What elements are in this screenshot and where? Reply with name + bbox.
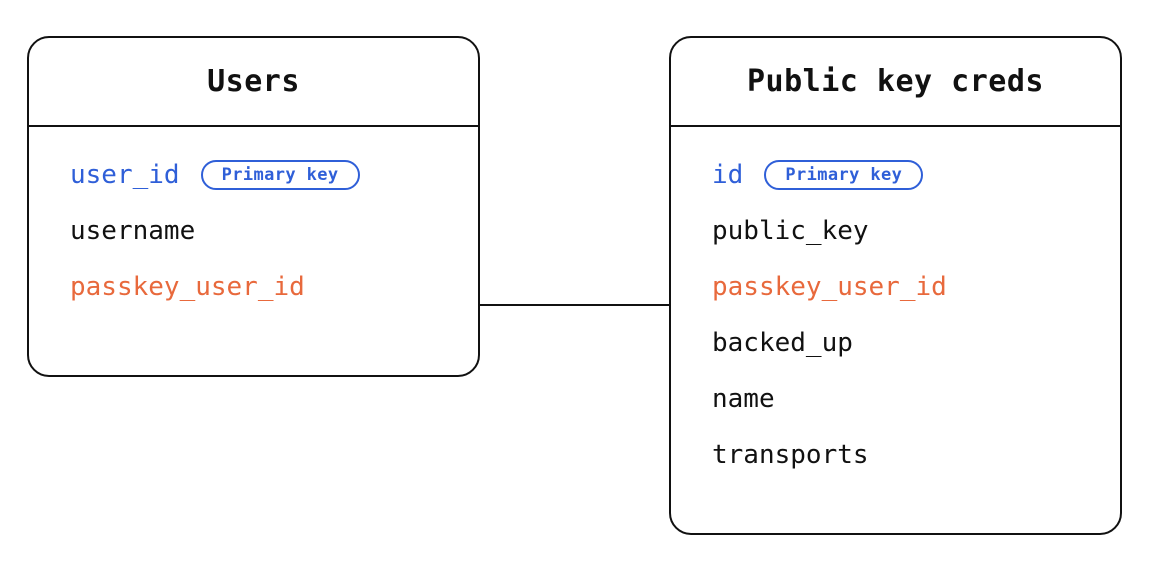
- primary-key-badge: Primary key: [764, 160, 924, 190]
- field-name-transports: transports: [712, 440, 869, 470]
- field-name-public-key: public_key: [712, 216, 869, 246]
- entity-fields-public-key-creds: id Primary key public_key passkey_user_i…: [671, 127, 1120, 470]
- entity-fields-users: user_id Primary key username passkey_use…: [29, 127, 478, 302]
- entity-title-public-key-creds: Public key creds: [747, 63, 1044, 99]
- field-row-passkey-user-id[interactable]: passkey_user_id: [70, 272, 478, 302]
- field-row-backed-up[interactable]: backed_up: [712, 328, 1120, 358]
- field-row-passkey-user-id[interactable]: passkey_user_id: [712, 272, 1120, 302]
- entity-title-users: Users: [207, 63, 300, 99]
- entity-header-users: Users: [29, 38, 478, 127]
- field-name-user-id: user_id: [70, 160, 180, 190]
- primary-key-badge: Primary key: [200, 160, 360, 190]
- relationship-connector-passkey-user-id: [478, 304, 671, 306]
- field-name-passkey-user-id: passkey_user_id: [712, 272, 947, 302]
- field-name-passkey-user-id: passkey_user_id: [70, 272, 305, 302]
- field-name-id: id: [712, 160, 744, 190]
- field-row-name[interactable]: name: [712, 384, 1120, 414]
- field-row-transports[interactable]: transports: [712, 440, 1120, 470]
- field-row-public-key[interactable]: public_key: [712, 216, 1120, 246]
- field-name-backed-up: backed_up: [712, 328, 853, 358]
- field-row-username[interactable]: username: [70, 216, 478, 246]
- field-name-name: name: [712, 384, 775, 414]
- entity-box-users[interactable]: Users user_id Primary key username passk…: [27, 36, 480, 377]
- field-row-id[interactable]: id Primary key: [712, 160, 1120, 190]
- field-name-username: username: [70, 216, 196, 246]
- field-row-user-id[interactable]: user_id Primary key: [70, 160, 478, 190]
- entity-box-public-key-creds[interactable]: Public key creds id Primary key public_k…: [669, 36, 1122, 535]
- entity-header-public-key-creds: Public key creds: [671, 38, 1120, 127]
